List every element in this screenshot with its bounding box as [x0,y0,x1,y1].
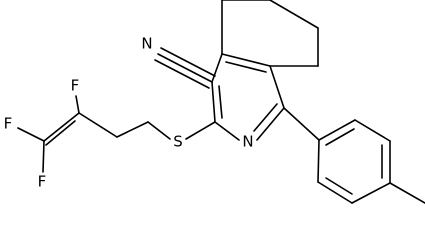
bond [42,140,45,173]
bond [283,107,320,141]
bond [256,107,285,141]
pyridine-ring [211,53,285,141]
nitrile-group [154,47,216,89]
bond [269,0,319,29]
bond [43,112,80,142]
bond [45,120,76,146]
bond [253,103,278,132]
tolyl-group [283,107,425,204]
fluorine-label: F [71,77,80,95]
bond [389,182,425,204]
chemical-structure-diagram: N N S F F F [4,0,425,204]
bond [317,181,353,204]
fluorine-label: F [4,115,13,133]
bond [147,121,171,140]
bond [154,59,210,89]
bond [160,47,216,77]
bond [185,121,216,140]
bond [116,121,149,138]
bond [269,65,285,109]
bond [78,112,118,138]
bond [75,95,80,114]
cyclohexane-ring [221,0,319,67]
bond [225,61,267,73]
bond [351,182,391,204]
nitrile-nitrogen-label: N [141,35,152,53]
fluorine-label: F [38,173,47,191]
bond [211,81,216,123]
ring-nitrogen-label: N [242,133,253,151]
thioether-side-chain [17,95,216,173]
bond [325,177,353,195]
bond [218,85,223,119]
bond [17,127,45,142]
bond [318,119,356,141]
bond [221,53,271,67]
bond [325,128,355,146]
sulfur-label: S [173,133,183,151]
bond [157,53,213,83]
bond [211,53,223,83]
bond [354,119,391,142]
bond [214,121,240,141]
bond [317,139,320,183]
